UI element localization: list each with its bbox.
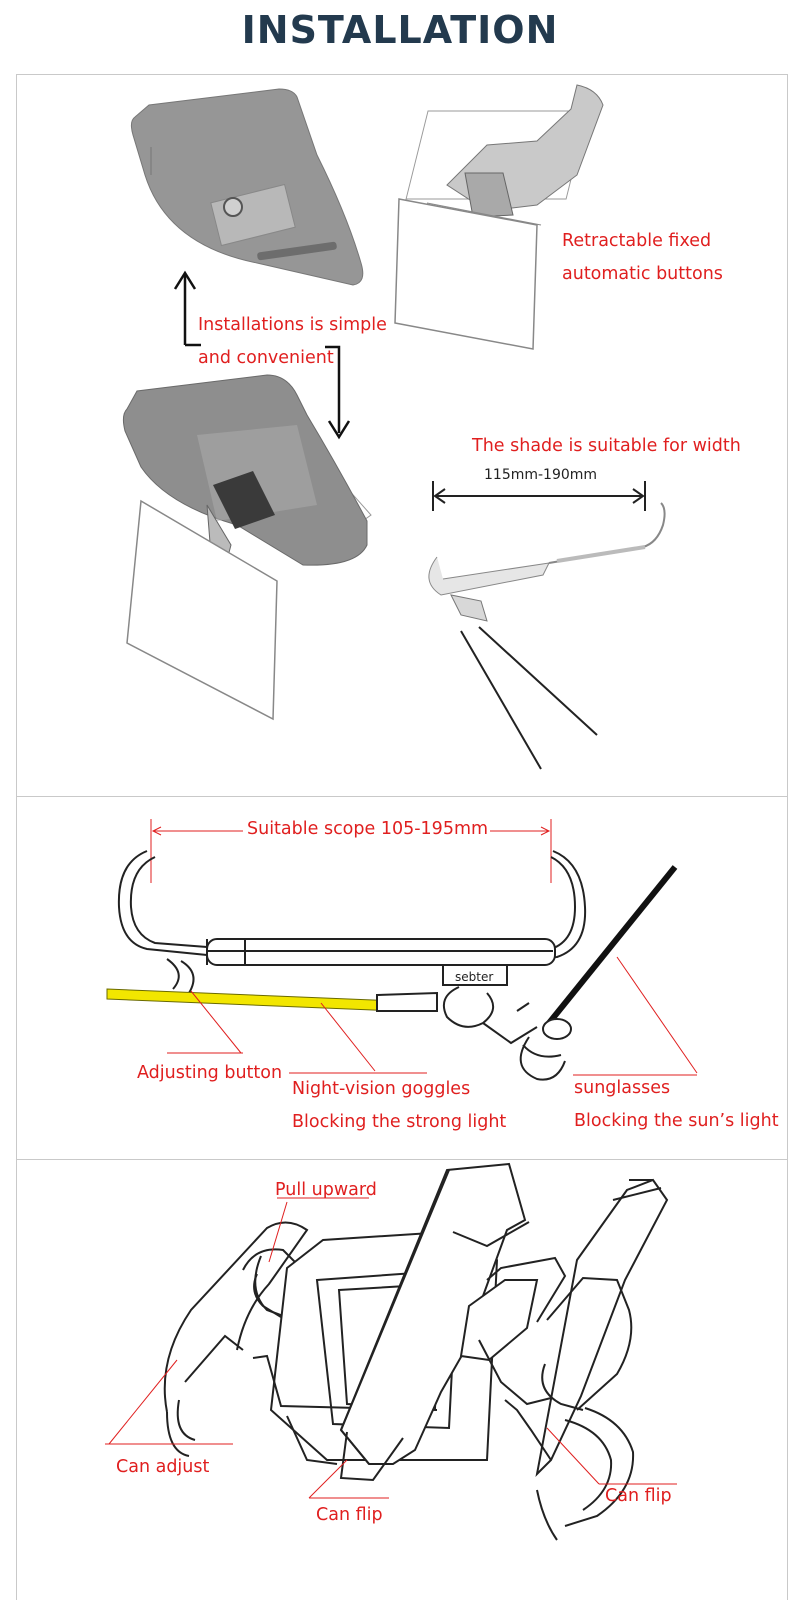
retractable-label-line1: Retractable fixed: [562, 231, 712, 251]
night-vision-lens: [106, 988, 438, 1012]
installation-panel: Retractable fixed automatic buttons Inst…: [16, 74, 788, 797]
clip-mechanism-illustration: [105, 1162, 677, 1541]
can-flip-right-label: Can flip: [605, 1486, 672, 1506]
install-label-line2: and convenient: [198, 348, 334, 368]
sunglasses-lens: [542, 865, 678, 1040]
installation-illustration: [122, 84, 666, 770]
width-measure: [432, 481, 646, 511]
page-title: INSTALLATION: [241, 8, 559, 52]
can-flip-left-label: Can flip: [316, 1505, 383, 1525]
scope-label: Suitable scope 105-195mm: [245, 819, 491, 839]
adjusting-button-label: Adjusting button: [137, 1063, 283, 1083]
pointer-lines: [167, 956, 698, 1076]
sun-visor-top: [130, 88, 364, 286]
shade-width-label: The shade is suitable for width: [472, 436, 741, 456]
brand-label: sebter: [455, 970, 493, 984]
shade-clip-top: [394, 84, 604, 350]
width-range-label: 115mm-190mm: [484, 467, 598, 483]
clip-body: [117, 850, 587, 1081]
sunglasses-label-line1: sunglasses: [574, 1078, 671, 1098]
scope-measure: [150, 819, 552, 883]
retractable-label-line2: automatic buttons: [562, 264, 723, 284]
clip-side-view: [428, 502, 666, 770]
installation-arrows: [173, 270, 351, 440]
install-label-line1: Installations is simple: [198, 315, 387, 335]
sun-visor-installed: [122, 374, 372, 721]
can-adjust-label: Can adjust: [116, 1457, 210, 1477]
clip-function-illustration: sebter: [106, 819, 698, 1081]
pointer-lines: [105, 1197, 677, 1499]
mechanism-panel: Pull upward Can adjust Can flip Can flip: [16, 1159, 788, 1600]
night-vision-label-line2: Blocking the strong light: [292, 1112, 507, 1132]
function-panel: sebter Suitable scope 105-195mm Adjustin…: [16, 796, 788, 1160]
night-vision-label-line1: Night-vision goggles: [292, 1079, 471, 1099]
sunglasses-label-line2: Blocking the sun’s light: [574, 1111, 779, 1131]
clip-mechanism: [163, 1162, 669, 1541]
pull-upward-label: Pull upward: [275, 1180, 377, 1200]
